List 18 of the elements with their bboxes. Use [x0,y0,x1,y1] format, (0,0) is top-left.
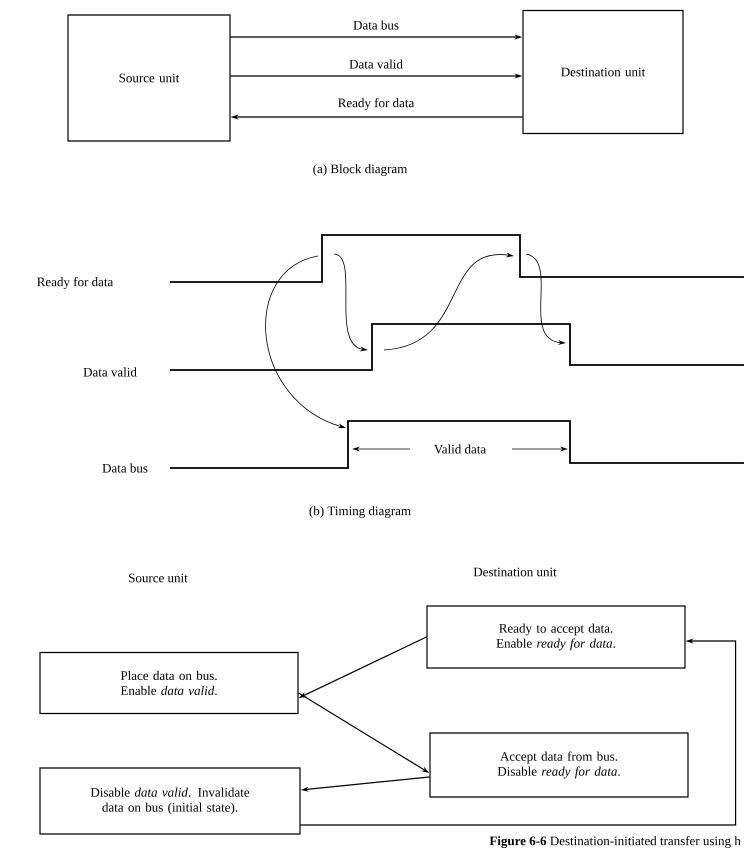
figure-caption: Figure 6-6 Destination-initiated transfer using h [490,836,741,848]
signal-label: Data bus [102,463,148,473]
step-box: Disable data valid. Invalidate data on bus (initial state). [39,767,301,835]
unit-box: Destination unit [522,10,684,134]
edge-label: Ready for data [338,98,414,110]
interval-label: Valid data [434,444,486,454]
panel-caption: (b) Timing diagram [310,506,411,518]
signal-label: Data valid [83,367,137,377]
step-box: Ready to accept data. Enable ready for data. [426,605,686,669]
edge-label: Data bus [353,20,398,30]
step-box: Place data on bus. Enable data valid. [39,652,299,714]
step-box: Accept data from bus. Disable ready for data. [429,732,689,798]
column-heading: Source unit [129,574,188,582]
panel-caption: (a) Block diagram [313,164,408,176]
signal-label: Ready for data [37,277,114,289]
unit-box: Source unit [67,14,231,142]
edge-label: Data valid [349,59,403,69]
column-heading: Destination unit [474,568,557,576]
